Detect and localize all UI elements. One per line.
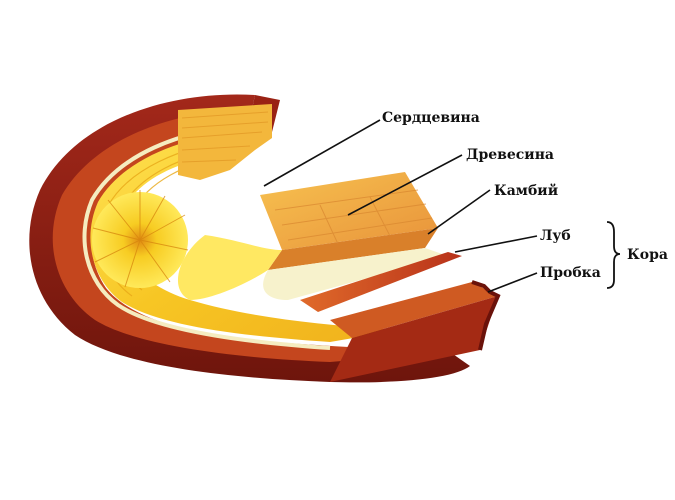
leader-cambium [427,189,491,235]
cambium-line-ring [82,124,331,350]
leader-cork [487,272,538,293]
leader-bast [454,235,538,253]
leader-heartwood [263,119,381,187]
label-cambium: Камбий [494,182,558,199]
wedge-grain [274,189,433,245]
cork-slab [330,280,501,382]
label-bast: Луб [540,228,571,244]
cambium-sheet [263,248,448,300]
wood-wedge [177,172,448,300]
wood-top-grain [181,111,269,163]
medullary-rays [92,190,189,288]
wedge-front-face [268,228,438,270]
leader-lines [263,119,538,293]
bark-brace [606,221,621,289]
label-cork: Пробка [540,265,601,281]
label-heartwood: Сердцевина [382,110,480,126]
cork-top-face [330,282,498,338]
label-wood: Древесина [466,147,554,163]
sapwood-tongue [177,235,282,300]
cork-front-face [330,296,498,382]
cork-rough-edge [471,280,501,351]
leader-wood [347,154,463,216]
bast-strip [300,252,462,312]
label-bark: Кора [627,247,668,263]
